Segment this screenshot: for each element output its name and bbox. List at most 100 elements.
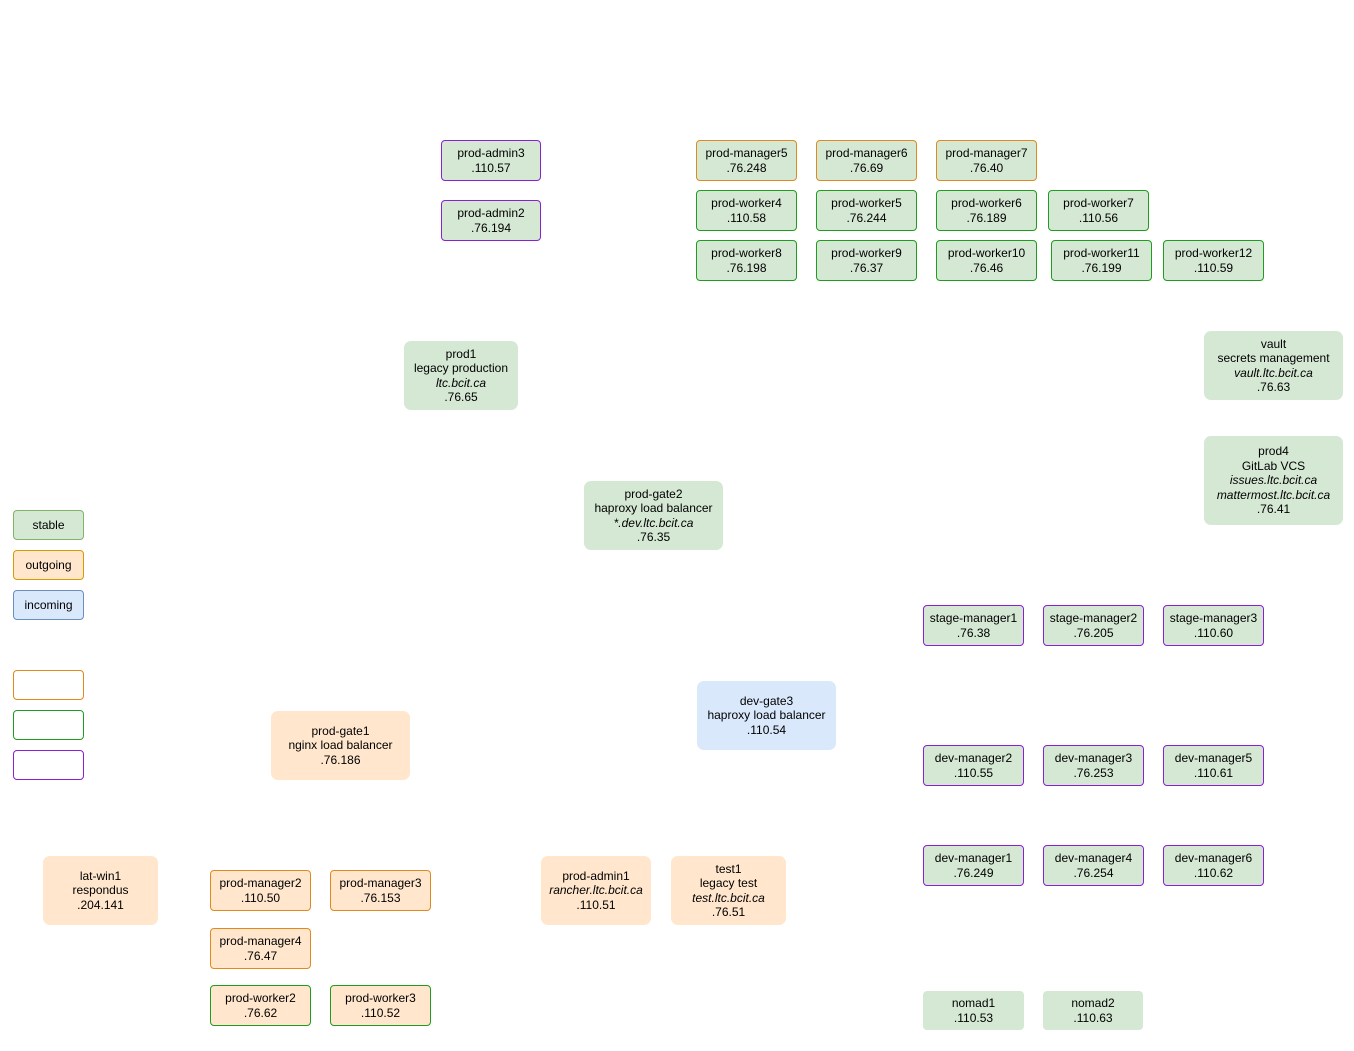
node-name: stage-manager1 xyxy=(929,611,1018,625)
node-ip: .76.189 xyxy=(966,210,1007,225)
node-ip: .76.199 xyxy=(1081,260,1122,275)
node-dev-manager3: dev-manager3 .76.253 xyxy=(1043,745,1144,786)
node-ip: .110.50 xyxy=(240,890,281,905)
node-prod-manager6: prod-manager6 .76.69 xyxy=(816,140,917,181)
node-name: dev-manager2 xyxy=(934,751,1013,765)
node-name: prod-admin1 xyxy=(562,868,630,883)
node-role: legacy production xyxy=(413,361,509,375)
node-ip: .76.254 xyxy=(1073,865,1114,880)
node-name: prod-worker12 xyxy=(1174,246,1253,260)
node-name: prod-worker8 xyxy=(711,246,782,260)
node-vault: vault secrets management vault.ltc.bcit.… xyxy=(1204,331,1343,400)
node-name: prod-gate2 xyxy=(624,486,683,501)
node-prod-manager5: prod-manager5 .76.248 xyxy=(696,140,797,181)
node-ip: .76.62 xyxy=(243,1005,278,1020)
node-name: vault xyxy=(1260,336,1287,351)
node-ip: .76.253 xyxy=(1073,765,1114,780)
node-name: prod-manager4 xyxy=(219,934,302,948)
node-name: prod-manager7 xyxy=(945,146,1028,160)
node-prod-worker8: prod-worker8 .76.198 xyxy=(696,240,797,281)
node-name: prod-worker5 xyxy=(831,196,902,210)
node-hostname: rancher.ltc.bcit.ca xyxy=(549,883,643,898)
node-ip: .76.65 xyxy=(444,390,478,404)
node-prod-worker4: prod-worker4 .110.58 xyxy=(696,190,797,231)
node-hostname: mattermost.ltc.bcit.ca xyxy=(1216,487,1331,502)
node-name: prod-worker7 xyxy=(1063,196,1134,210)
node-name: prod-worker11 xyxy=(1063,246,1140,260)
node-dev-gate3: dev-gate3 haproxy load balancer .110.54 xyxy=(697,681,836,750)
node-dev-manager1: dev-manager1 .76.249 xyxy=(923,845,1024,886)
node-prod-worker5: prod-worker5 .76.244 xyxy=(816,190,917,231)
node-name: prod-worker3 xyxy=(345,991,416,1005)
node-name: prod-worker6 xyxy=(951,196,1022,210)
node-name: nomad1 xyxy=(951,996,996,1010)
node-name: prod-manager2 xyxy=(219,876,302,890)
node-prod-worker12: prod-worker12 .110.59 xyxy=(1163,240,1264,281)
node-stage-manager2: stage-manager2 .76.205 xyxy=(1043,605,1144,646)
node-ip: .76.46 xyxy=(969,260,1004,275)
node-ip: .110.62 xyxy=(1193,865,1234,880)
node-ip: .110.53 xyxy=(953,1010,994,1025)
node-name: prod-worker9 xyxy=(831,246,902,260)
node-ip: .76.194 xyxy=(470,220,512,235)
node-name: stage-manager3 xyxy=(1169,611,1258,625)
node-prod-admin2: prod-admin2 .76.194 xyxy=(441,200,541,241)
node-name: prod-worker4 xyxy=(711,196,782,210)
node-role: nginx load balancer xyxy=(288,738,393,753)
node-name: prod-manager5 xyxy=(705,146,788,160)
node-name: prod1 xyxy=(445,346,477,361)
node-prod-admin3: prod-admin3 .110.57 xyxy=(441,140,541,181)
node-name: stage-manager2 xyxy=(1049,611,1138,625)
node-name: prod-worker2 xyxy=(225,991,296,1005)
node-name: nomad2 xyxy=(1071,996,1115,1010)
node-prod1: prod1 legacy production ltc.bcit.ca .76.… xyxy=(404,341,518,410)
node-prod-manager4: prod-manager4 .76.47 xyxy=(210,928,311,969)
node-hostname: issues.ltc.bcit.ca xyxy=(1229,473,1318,488)
node-stage-manager3: stage-manager3 .110.60 xyxy=(1163,605,1264,646)
node-name: dev-manager1 xyxy=(934,851,1013,865)
node-ip: .76.47 xyxy=(243,948,278,963)
node-dev-manager2: dev-manager2 .110.55 xyxy=(923,745,1024,786)
node-prod-worker6: prod-worker6 .76.189 xyxy=(936,190,1037,231)
legend-manager-border xyxy=(13,670,84,700)
node-name: prod4 xyxy=(1258,444,1289,459)
node-name: dev-manager5 xyxy=(1174,751,1253,765)
node-name: test1 xyxy=(715,861,742,876)
node-name: prod-admin2 xyxy=(457,206,525,220)
node-test1: test1 legacy test test.ltc.bcit.ca .76.5… xyxy=(671,856,786,925)
node-dev-manager6: dev-manager6 .110.62 xyxy=(1163,845,1264,886)
node-ip: .76.63 xyxy=(1256,380,1291,394)
node-hostname: *.dev.ltc.bcit.ca xyxy=(613,515,694,530)
node-ip: .76.186 xyxy=(320,752,361,767)
node-name: dev-gate3 xyxy=(739,693,794,708)
node-ip: .76.40 xyxy=(969,160,1004,175)
node-name: prod-worker10 xyxy=(947,246,1026,260)
legend-admin-border xyxy=(13,750,84,780)
node-prod-gate1: prod-gate1 nginx load balancer .76.186 xyxy=(271,711,410,780)
node-prod-manager3: prod-manager3 .76.153 xyxy=(330,870,431,911)
legend-outgoing: outgoing xyxy=(13,550,84,580)
node-ip: .76.37 xyxy=(849,260,884,275)
node-role: secrets management xyxy=(1217,351,1330,365)
node-role: legacy test xyxy=(699,876,758,890)
node-ip: .76.38 xyxy=(956,625,991,640)
node-ip: .76.249 xyxy=(953,865,994,880)
node-ip: .110.58 xyxy=(726,210,767,225)
node-lat-win1: lat-win1 respondus .204.141 xyxy=(43,856,158,925)
node-name: prod-admin3 xyxy=(457,146,525,160)
node-dev-manager5: dev-manager5 .110.61 xyxy=(1163,745,1264,786)
node-ip: .110.61 xyxy=(1193,765,1234,780)
node-ip: .76.51 xyxy=(711,905,746,919)
node-role: haproxy load balancer xyxy=(594,501,713,515)
node-stage-manager1: stage-manager1 .76.38 xyxy=(923,605,1024,646)
node-ip: .110.57 xyxy=(471,160,511,175)
legend-worker-border xyxy=(13,710,84,740)
node-prod-manager2: prod-manager2 .110.50 xyxy=(210,870,311,911)
legend-label: stable xyxy=(32,517,65,532)
node-prod-manager7: prod-manager7 .76.40 xyxy=(936,140,1037,181)
node-nomad2: nomad2 .110.63 xyxy=(1043,991,1143,1030)
node-name: prod-gate1 xyxy=(311,723,370,738)
node-name: dev-manager3 xyxy=(1054,751,1133,765)
node-ip: .110.59 xyxy=(1193,260,1234,275)
node-ip: .110.54 xyxy=(746,722,787,737)
